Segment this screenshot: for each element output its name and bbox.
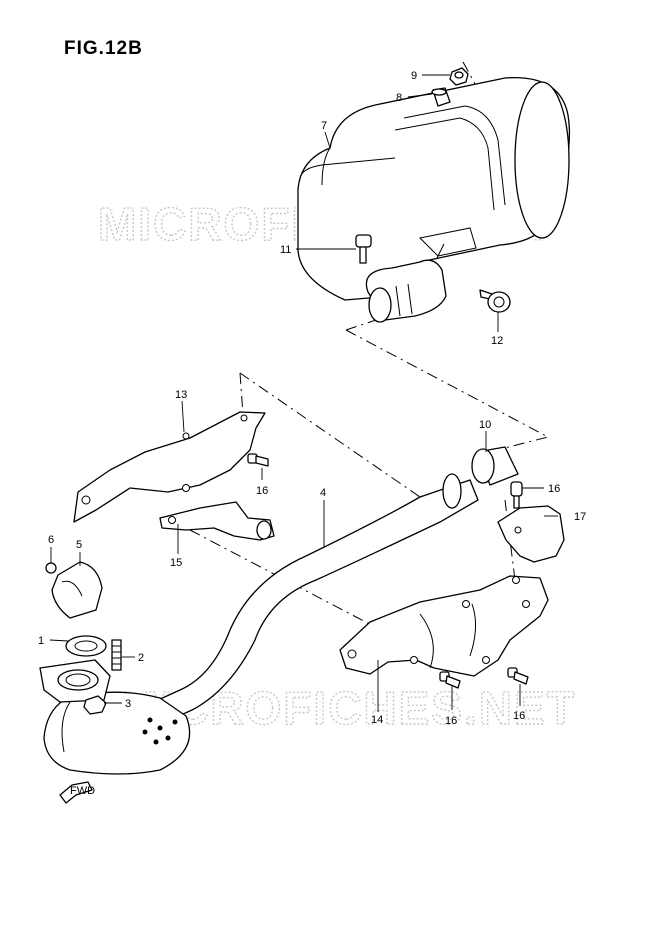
callout-2: 2 xyxy=(138,652,144,664)
muffler-bolt-11 xyxy=(355,234,372,264)
muffler xyxy=(297,77,571,323)
screw-16-upper-right xyxy=(510,481,523,509)
callout-6: 6 xyxy=(48,534,54,546)
callout-7: 7 xyxy=(321,120,327,132)
muffler-nut xyxy=(449,67,469,86)
callout-5: 5 xyxy=(76,539,82,551)
callout-16-upper-right: 16 xyxy=(548,483,560,495)
protector-17 xyxy=(497,505,565,563)
screw-16-lower-left xyxy=(439,671,461,689)
callout-8: 8 xyxy=(396,92,402,104)
screw-6 xyxy=(45,562,57,574)
forward-arrow-icon: FWD xyxy=(59,781,95,804)
flange-gasket-1 xyxy=(65,635,107,657)
callout-9: 9 xyxy=(411,70,417,82)
callout-3: 3 xyxy=(125,698,131,710)
bracket-15 xyxy=(159,501,275,541)
figure-title: FIG.12B xyxy=(64,38,143,59)
forward-label: FWD xyxy=(70,785,95,797)
callout-16-lower-left: 16 xyxy=(445,715,457,727)
callout-4: 4 xyxy=(320,487,326,499)
muffler-bolt-12 xyxy=(479,289,511,313)
callout-15: 15 xyxy=(170,557,182,569)
nut-3 xyxy=(83,695,107,715)
callout-14: 14 xyxy=(371,714,383,726)
callout-16-lower-right: 16 xyxy=(513,710,525,722)
exhaust-pipe xyxy=(39,473,479,775)
screw-16-lower-right xyxy=(507,667,529,685)
protector-13 xyxy=(73,411,266,523)
callout-10: 10 xyxy=(479,419,491,431)
pipe-gasket-10 xyxy=(471,446,519,486)
muffler-cushion xyxy=(431,87,451,107)
callout-13: 13 xyxy=(175,389,187,401)
callout-1: 1 xyxy=(38,635,44,647)
pipe-cover-5 xyxy=(51,561,103,619)
callout-12: 12 xyxy=(491,335,503,347)
callout-17: 17 xyxy=(574,511,586,523)
protector-14 xyxy=(339,575,549,677)
screw-16-upper-left xyxy=(247,453,269,467)
callout-16-upper-left: 16 xyxy=(256,485,268,497)
leader-lines xyxy=(49,74,558,712)
callout-11: 11 xyxy=(280,244,291,256)
stud-2 xyxy=(111,639,122,671)
